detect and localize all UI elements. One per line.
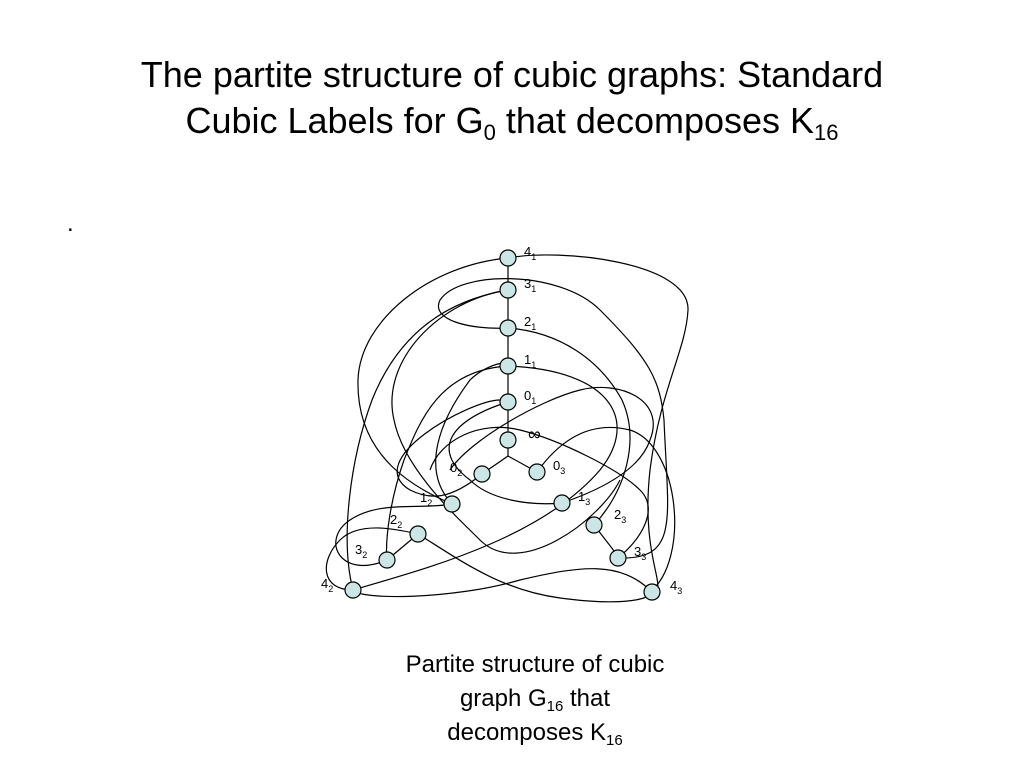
caption: Partite structure of cubic graph G16 tha… (355, 648, 715, 750)
edge-21-right-curve (507, 327, 631, 526)
edge-42-curve (325, 527, 419, 591)
node-label-4-2: 42 (321, 576, 333, 594)
node-3-1 (499, 281, 517, 299)
node-0-2 (473, 465, 491, 483)
edge-32-curve (335, 503, 453, 566)
node-inf (499, 431, 517, 449)
caption-line-1: Partite structure of cubic (405, 651, 665, 678)
caption-line-2b: that (563, 685, 611, 712)
node-label-2-1: 21 (524, 314, 536, 332)
node-2-3 (585, 516, 603, 534)
title-sub-k: 16 (814, 120, 839, 145)
node-label-2-2: 22 (390, 512, 402, 530)
slide-title: The partite structure of cubic graphs: S… (40, 52, 984, 144)
edge-41-curve-left (357, 257, 509, 505)
node-label-0-2: 02 (450, 460, 462, 478)
node-label-1-2: 12 (420, 490, 432, 508)
edge-22-curve (417, 533, 653, 603)
node-label-4-3: 43 (670, 578, 682, 596)
edge-11-curve (352, 365, 618, 591)
title-line-2b: that decomposes K (495, 100, 815, 141)
node-label-3-3: 33 (634, 544, 646, 562)
edge-11-left-curve (386, 365, 509, 561)
edge-21-curve (437, 278, 669, 559)
caption-line-2a: graph G (459, 685, 547, 712)
caption-line-3a: decomposes K (447, 719, 607, 746)
title-sub-g: 0 (483, 120, 496, 145)
node-label-inf: ∞ (528, 424, 541, 444)
node-2-1 (499, 319, 517, 337)
node-label-0-3: 03 (553, 458, 565, 476)
node-0-3 (528, 463, 546, 481)
node-1-3 (553, 494, 571, 512)
node-4-3 (643, 583, 661, 601)
title-line-2a: Cubic Labels for G (185, 100, 484, 141)
edge-42-loop (352, 568, 653, 598)
caption-sub-g: 16 (546, 698, 564, 715)
edge-01-curve (448, 401, 563, 505)
node-1-1 (499, 357, 517, 375)
node-4-1 (499, 249, 517, 267)
node-4-2 (344, 581, 362, 599)
node-label-4-1: 41 (524, 244, 536, 262)
node-label-2-3: 23 (614, 507, 626, 525)
node-label-3-1: 31 (524, 276, 536, 294)
edge-33-curve (429, 426, 649, 559)
edge-31-curve (391, 289, 621, 554)
edge-31-left-curve (346, 289, 509, 591)
bullet-dot: . (67, 210, 74, 237)
node-label-1-3: 13 (578, 489, 590, 507)
edge-03-curve (536, 426, 676, 593)
title-line-1: The partite structure of cubic graphs: S… (140, 54, 884, 95)
node-layer: ∞ 01 11 21 31 41 02 12 22 32 42 03 13 23 33 43 (321, 244, 682, 601)
node-0-1 (499, 393, 517, 411)
edge-02-curve (396, 399, 501, 497)
node-2-2 (409, 525, 427, 543)
node-label-3-2: 32 (355, 542, 367, 560)
node-3-2 (378, 551, 396, 569)
node-label-0-1: 01 (524, 388, 536, 406)
caption-sub-k: 16 (606, 732, 623, 749)
edge-41-curve-right (507, 254, 689, 593)
node-label-1-1: 11 (524, 352, 536, 370)
node-3-3 (609, 549, 627, 567)
node-1-2 (443, 495, 461, 513)
